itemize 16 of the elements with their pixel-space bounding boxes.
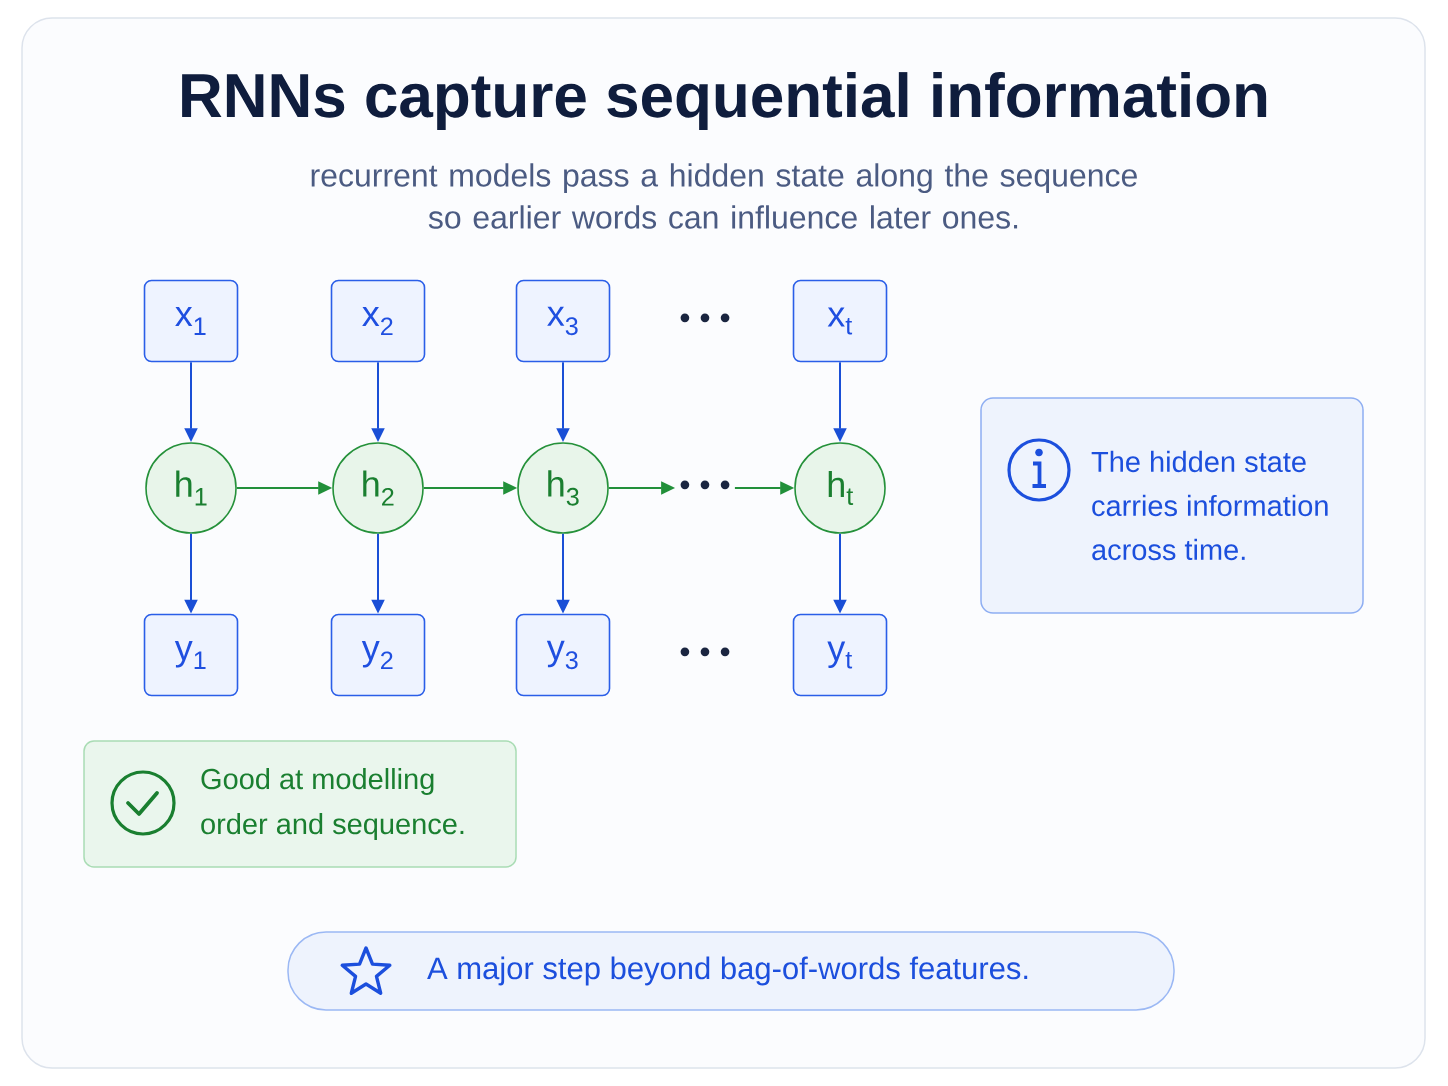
output-box: y$_{1}$ [143,613,239,697]
output-box: y$_{2}$ [330,613,426,697]
note-box: Good at modelling order and sequence. [83,740,517,868]
ellipsis: • • • [680,313,730,323]
output-box: y$_{3}$ [515,613,611,697]
input-box: x$_{t}$ [792,279,888,363]
output-box: y$_{t}$ [792,613,888,697]
title: RNNs capture sequential information [182,72,1267,130]
input-box: x$_{3}$ [515,279,611,363]
info-box: The hidden state carries information across time. [980,397,1364,614]
input-box: x$_{2}$ [330,279,426,363]
subtitle: recurrent models pass a hidden state along the sequence so earlier words can influence later ones. [311,163,1137,229]
input-box: x$_{1}$ [143,279,239,363]
banner: A major step beyond bag-of-words features. [287,931,1175,1011]
ellipsis: • • • [680,480,730,490]
ellipsis: • • • [680,647,730,657]
